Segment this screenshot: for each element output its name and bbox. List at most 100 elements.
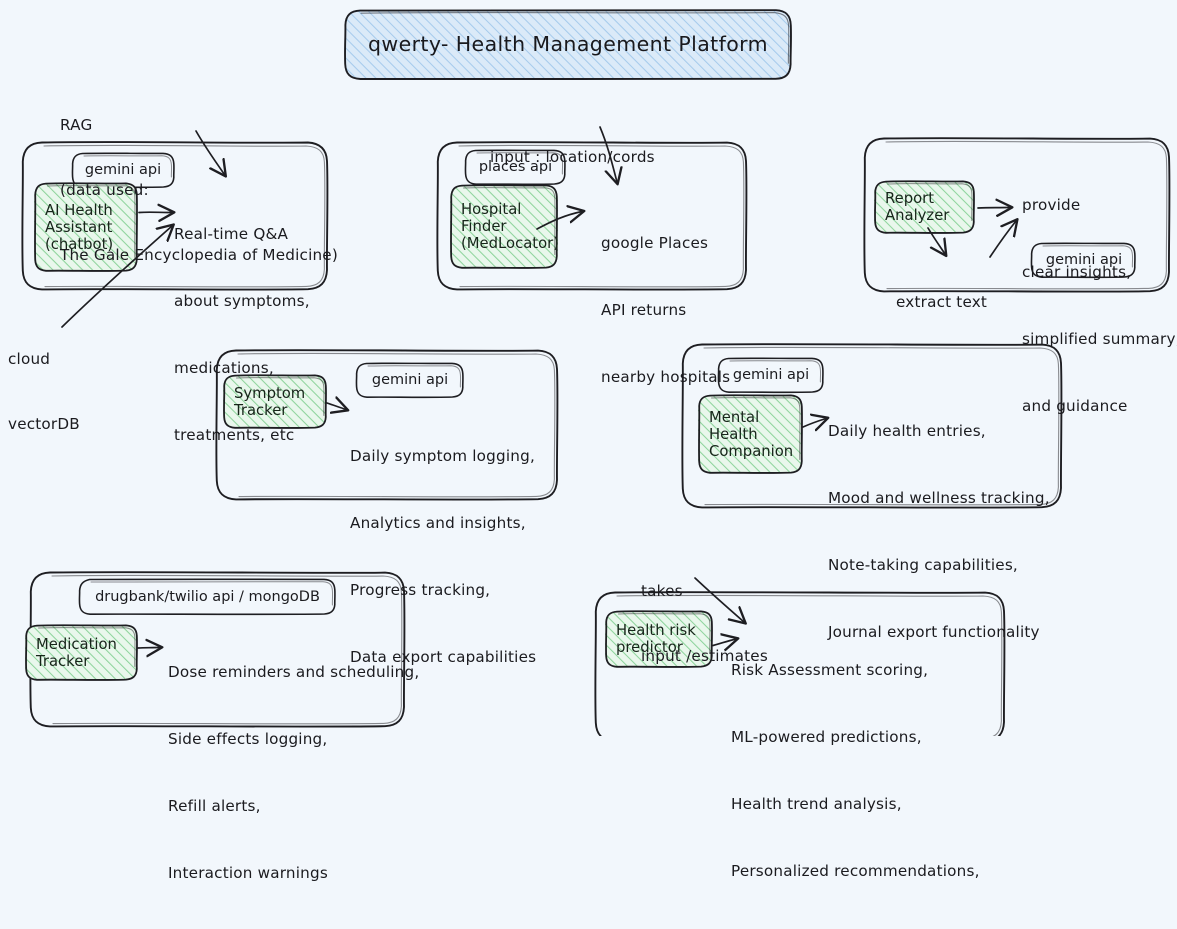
node-label: Medication Tracker bbox=[25, 625, 137, 680]
chip-label: gemini api bbox=[1045, 252, 1123, 268]
chip-gemini-api[interactable]: gemini api bbox=[357, 363, 463, 397]
description-medication-tracker: Dose reminders and scheduling, Side effe… bbox=[168, 616, 419, 929]
description-line: Progress tracking, bbox=[350, 580, 491, 599]
node-label: Health risk predictor bbox=[605, 611, 711, 667]
node-medication-tracker[interactable]: Medication Tracker bbox=[25, 625, 137, 680]
description-line: clear insights, bbox=[1022, 262, 1132, 281]
node-label: Report Analyzer bbox=[874, 181, 974, 233]
title-box-shape bbox=[344, 9, 792, 81]
description-line: about symptoms, bbox=[174, 291, 310, 310]
node-label-line: Health risk bbox=[616, 622, 696, 639]
chip-gemini-api[interactable]: gemini api bbox=[1032, 243, 1136, 277]
description-line: Refill alerts, bbox=[168, 796, 261, 815]
annotation-line: cloud bbox=[8, 350, 51, 369]
description-line: nearby hospitals bbox=[601, 367, 731, 386]
panel-report-analyzer[interactable]: Report Analyzer gemini api provide clear… bbox=[865, 138, 1177, 415]
description-line: google Places bbox=[601, 233, 709, 252]
node-label: Symptom Tracker bbox=[223, 375, 326, 428]
node-health-risk-predictor[interactable]: Health risk predictor bbox=[605, 611, 711, 667]
node-mental-health-companion[interactable]: Mental Health Companion bbox=[698, 395, 802, 473]
node-label-line: Tracker bbox=[36, 652, 90, 670]
chip-drugbank-twilio-mongodb[interactable]: drugbank/twilio api / mongoDB bbox=[80, 579, 335, 614]
node-label-line: Tracker bbox=[234, 401, 288, 419]
annotation-line: extract text bbox=[896, 293, 988, 312]
node-label-line: Companion bbox=[709, 442, 794, 460]
description-line: treatments, etc bbox=[174, 425, 295, 444]
panel-hospital-finder[interactable]: places api Hospital Finder (MedLocator) … bbox=[438, 142, 746, 386]
chip-gemini-api[interactable]: gemini api bbox=[72, 153, 174, 187]
node-label-line: Hospital bbox=[461, 201, 522, 218]
annotation-line: vectorDB bbox=[8, 414, 80, 433]
annotation-line: input : location/cords bbox=[490, 148, 655, 167]
description-line: provide bbox=[1022, 195, 1081, 214]
node-ai-health-assistant[interactable]: AI Health Assistant (chatbot) bbox=[34, 183, 137, 271]
chip-label: drugbank/twilio api / mongoDB bbox=[95, 588, 320, 605]
annotation-input-location-note: input : location/cords bbox=[490, 104, 655, 190]
panel-health-risk-predictor-shape bbox=[594, 577, 1006, 736]
node-hospital-finder[interactable]: Hospital Finder (MedLocator) bbox=[450, 185, 559, 268]
description-health-risk-predictor: Risk Assessment scoring, ML-powered pred… bbox=[731, 614, 980, 927]
description-line: simplified summary, bbox=[1022, 329, 1177, 348]
node-label: Hospital Finder (MedLocator) bbox=[450, 185, 559, 268]
panel-report-analyzer-shape bbox=[863, 137, 1171, 293]
node-label-line: Analyzer bbox=[885, 207, 950, 224]
annotation-rag-note: RAG (data used: The Gale Encyclopedia of… bbox=[60, 72, 338, 288]
panel-medication-tracker[interactable]: drugbank/twilio api / mongoDB Medication… bbox=[31, 572, 419, 882]
description-line: Daily health entries, bbox=[828, 421, 986, 440]
node-label-line: (MedLocator) bbox=[461, 235, 559, 252]
node-report-analyzer[interactable]: Report Analyzer bbox=[874, 181, 974, 233]
description-line: and guidance bbox=[1022, 396, 1128, 415]
chip-label: gemini api bbox=[84, 162, 162, 178]
panel-symptom-tracker[interactable]: gemini api Symptom Tracker Daily symptom… bbox=[217, 350, 557, 666]
platform-title-box: qwerty- Health Management Platform bbox=[344, 9, 792, 80]
description-line: Daily symptom logging, bbox=[350, 446, 535, 465]
description-line: Dose reminders and scheduling, bbox=[168, 662, 420, 681]
description-hospital-finder: google Places API returns nearby hospita… bbox=[601, 187, 730, 433]
page-title: qwerty- Health Management Platform bbox=[368, 32, 768, 57]
description-line: ML-powered predictions, bbox=[731, 727, 922, 746]
description-report-analyzer: provide clear insights, simplified summa… bbox=[1022, 149, 1177, 462]
description-symptom-tracker: Daily symptom logging, Analytics and ins… bbox=[350, 400, 536, 713]
chip-places-api[interactable]: places api bbox=[466, 150, 565, 184]
node-label: AI Health Assistant (chatbot) bbox=[34, 183, 137, 271]
panel-medication-tracker-shape bbox=[25, 571, 406, 728]
panel-hospital-finder-shape bbox=[436, 126, 748, 291]
node-label-line: Mental bbox=[709, 408, 760, 426]
description-ai-health-assistant: Real-time Q&A about symptoms, medication… bbox=[174, 178, 310, 491]
node-label-line: Health bbox=[709, 425, 758, 443]
chip-label: gemini api bbox=[371, 372, 449, 388]
node-label-line: Report bbox=[885, 190, 935, 207]
description-line: Mood and wellness tracking, bbox=[828, 488, 1050, 507]
annotation-line: input /estimates bbox=[641, 646, 768, 665]
chip-label: gemini api bbox=[732, 367, 810, 383]
description-line: Real-time Q&A bbox=[174, 224, 289, 243]
annotation-line: RAG bbox=[60, 116, 93, 135]
panel-mental-health-companion[interactable]: gemini api Mental Health Companion Daily… bbox=[683, 344, 1061, 641]
description-line: API returns bbox=[601, 300, 687, 319]
description-line: Side effects logging, bbox=[168, 729, 328, 748]
node-label-line: predictor bbox=[616, 639, 683, 656]
node-label-line: Assistant bbox=[45, 218, 113, 236]
node-label: Mental Health Companion bbox=[698, 395, 802, 473]
chip-gemini-api[interactable]: gemini api bbox=[719, 358, 823, 392]
description-line: Risk Assessment scoring, bbox=[731, 660, 929, 679]
node-label-line: (chatbot) bbox=[45, 235, 114, 253]
node-label-line: Medication bbox=[36, 635, 117, 653]
node-symptom-tracker[interactable]: Symptom Tracker bbox=[223, 375, 326, 428]
panel-ai-health-assistant-shape bbox=[21, 130, 329, 328]
description-line: Analytics and insights, bbox=[350, 513, 526, 532]
annotation-cloud-vectordb-note: cloud vectorDB bbox=[8, 306, 80, 457]
node-label-line: AI Health bbox=[45, 201, 113, 219]
annotation-line: (data used: bbox=[60, 180, 149, 199]
description-line: Health trend analysis, bbox=[731, 794, 902, 813]
panel-symptom-tracker-shape bbox=[215, 349, 559, 501]
annotation-line: takes bbox=[641, 582, 683, 601]
description-line: Journal export functionality bbox=[828, 622, 1040, 641]
panel-mental-health-companion-shape bbox=[681, 343, 1063, 509]
description-line: Data export capabilities bbox=[350, 647, 537, 666]
panel-ai-health-assistant[interactable]: gemini api AI Health Assistant (chatbot)… bbox=[22, 142, 328, 444]
annotation-line: The Gale Encyclopedia of Medicine) bbox=[60, 245, 338, 264]
description-line: Note-taking capabilities, bbox=[828, 555, 1018, 574]
chip-label: places api bbox=[478, 159, 553, 175]
annotation-extract-text-note: extract text bbox=[896, 249, 987, 357]
